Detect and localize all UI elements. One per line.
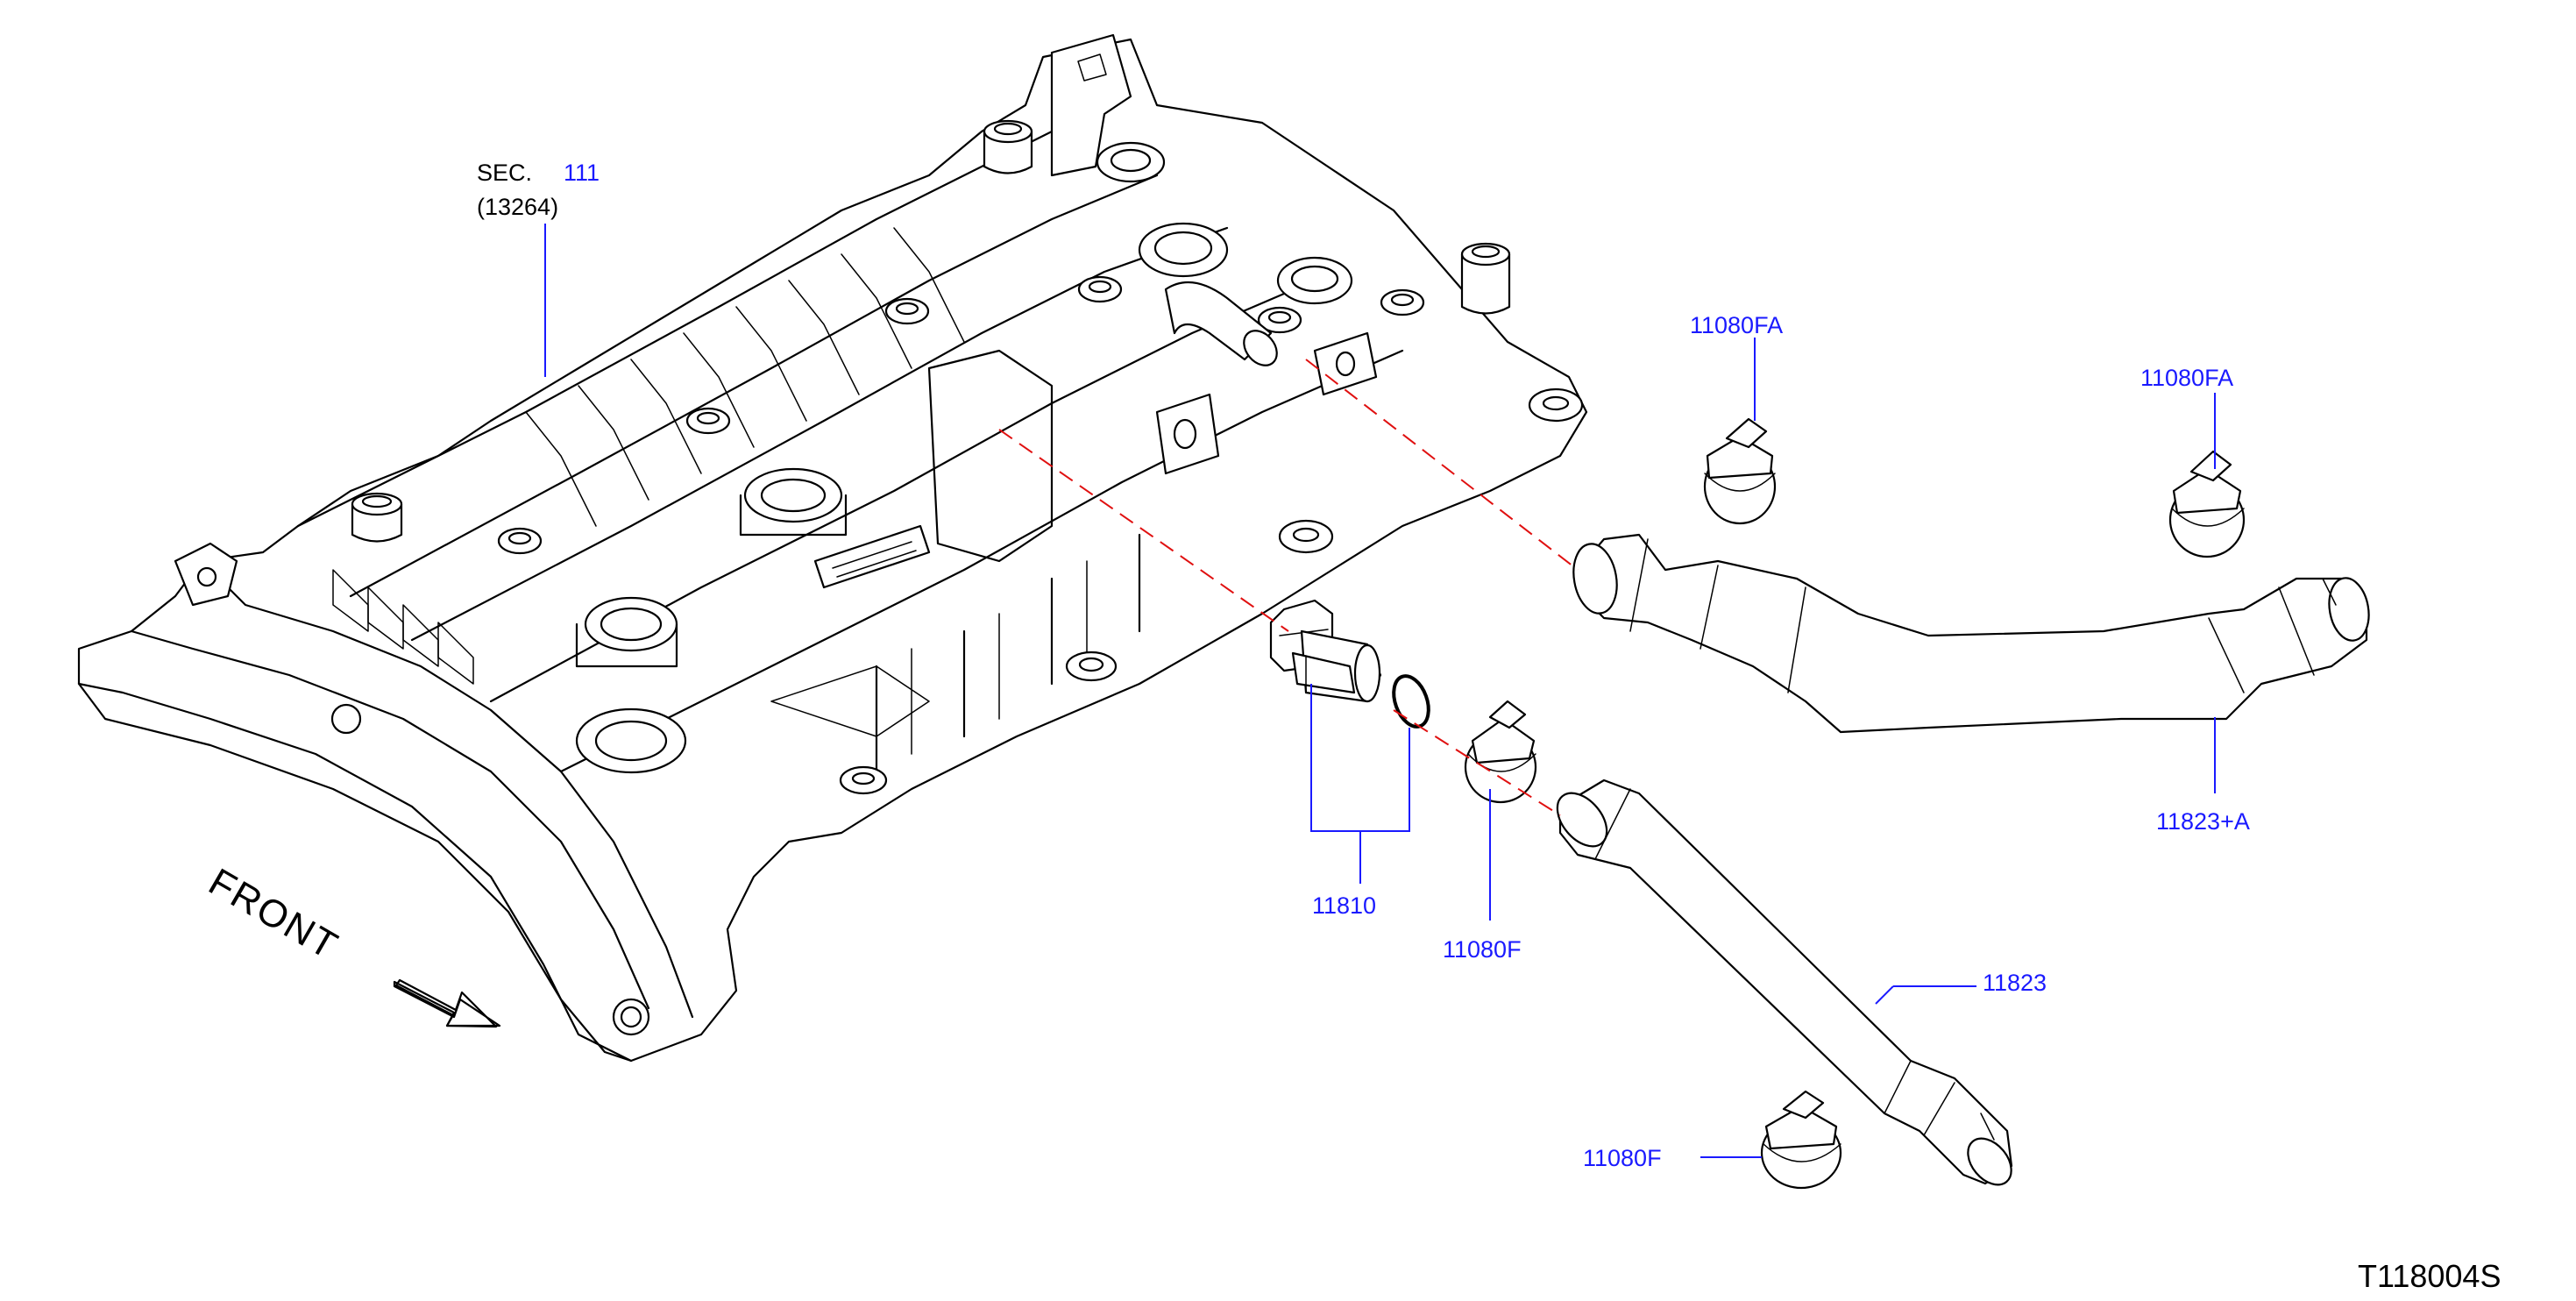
clamp-f-mid-illustration	[1464, 700, 1537, 804]
o-ring-illustration	[1392, 674, 1430, 729]
assembly-lines	[998, 359, 1579, 816]
sec-prefix-label: SEC.	[477, 160, 532, 186]
sec-sub-label: (13264)	[477, 194, 558, 220]
part-label-11080fa-left[interactable]: 11080FA	[1690, 312, 1783, 338]
part-label-11823a[interactable]: 11823+A	[2156, 808, 2250, 835]
rocker-cover-illustration	[77, 33, 1588, 1063]
clamp-f-low-illustration	[1760, 1090, 1842, 1190]
diagram-code: T118004S	[2358, 1258, 2501, 1294]
part-label-11080f-low[interactable]: 11080F	[1583, 1145, 1662, 1171]
clamp-fa-right-illustration	[2168, 450, 2246, 558]
part-label-11080fa-right[interactable]: 11080FA	[2140, 365, 2233, 391]
front-arrow-icon	[393, 978, 501, 1028]
leader-lines	[544, 224, 2216, 1158]
sec-number-link[interactable]: 111	[564, 160, 600, 186]
hose-lower-illustration	[1556, 778, 2013, 1186]
clamp-fa-left-illustration	[1703, 417, 1777, 525]
part-label-11810[interactable]: 11810	[1312, 892, 1376, 919]
hose-upper-illustration	[1572, 533, 2370, 734]
part-label-11080f-mid[interactable]: 11080F	[1443, 936, 1522, 963]
part-label-11823[interactable]: 11823	[1983, 970, 2047, 996]
pcv-valve-illustration	[1269, 599, 1382, 703]
front-label: FRONT	[202, 860, 345, 968]
